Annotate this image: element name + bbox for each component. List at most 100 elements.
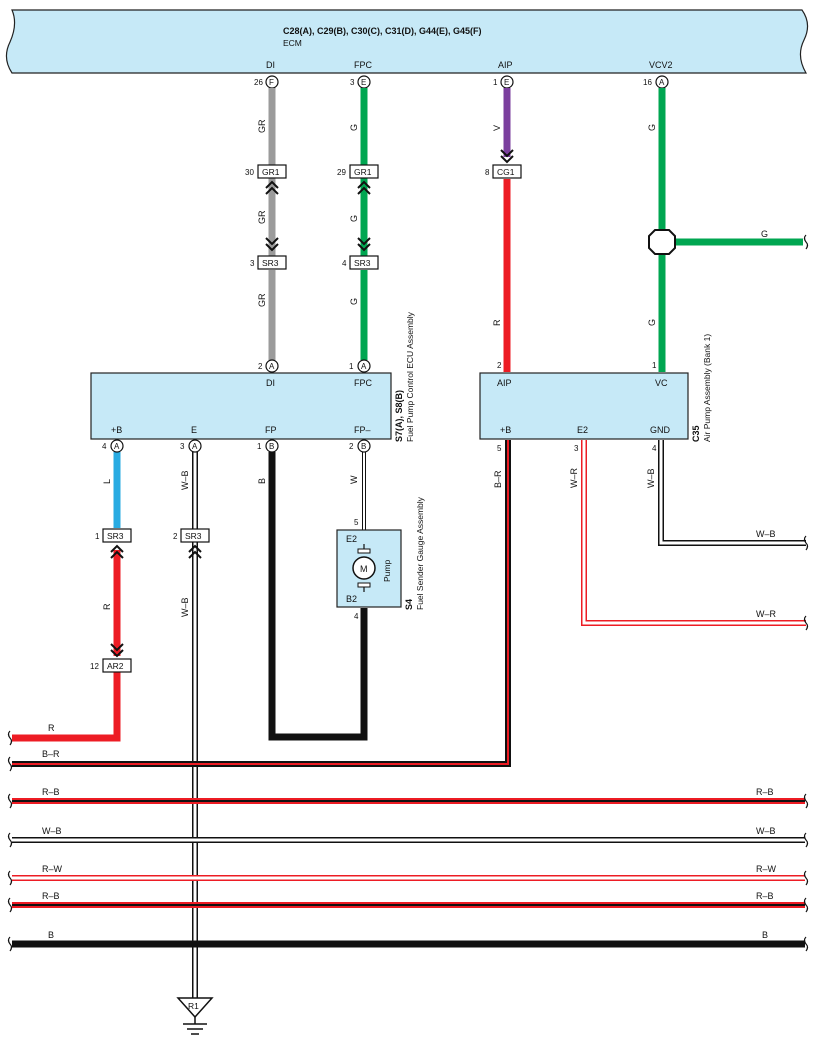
svg-text:R–B: R–B xyxy=(42,891,60,901)
svg-text:2: 2 xyxy=(349,442,354,451)
svg-text:SR3: SR3 xyxy=(354,258,371,268)
svg-text:16: 16 xyxy=(643,78,652,87)
svg-text:1: 1 xyxy=(257,442,262,451)
svg-text:3: 3 xyxy=(574,444,579,453)
wire-plusb-3 xyxy=(12,672,121,742)
svg-text:SR3: SR3 xyxy=(185,531,202,541)
wire-break-mark xyxy=(7,730,13,746)
svg-text:3: 3 xyxy=(250,259,255,268)
svg-text:W–B: W–B xyxy=(180,470,190,490)
wire-break-mark xyxy=(803,897,809,913)
wire-break-mark xyxy=(7,832,13,848)
svg-text:B: B xyxy=(48,930,54,940)
svg-text:3: 3 xyxy=(180,442,185,451)
wire-break-mark xyxy=(803,936,809,952)
svg-text:W–B: W–B xyxy=(646,468,656,488)
svg-text:W–B: W–B xyxy=(180,597,190,617)
svg-text:W–R: W–R xyxy=(756,609,777,619)
wire-break-mark xyxy=(7,936,13,952)
svg-text:GND: GND xyxy=(650,425,671,435)
svg-text:2: 2 xyxy=(497,361,502,370)
ecm-pin-connectors: F 26 E 3 E 1 A 16 xyxy=(254,75,669,89)
striped-wires xyxy=(12,440,806,1000)
svg-text:R–W: R–W xyxy=(42,864,63,874)
svg-text:26: 26 xyxy=(254,78,263,87)
svg-text:B: B xyxy=(257,478,267,484)
junction-sr3-e: SR3 2 xyxy=(173,528,210,559)
svg-text:R–B: R–B xyxy=(756,891,774,901)
ecm-pin-vcv2: VCV2 xyxy=(649,60,673,70)
wire-break-mark xyxy=(803,832,809,848)
svg-text:5: 5 xyxy=(497,444,502,453)
svg-text:G: G xyxy=(349,124,359,131)
air-pump-assembly: 2 1 AIP VC +B E2 GND 5 3 4 C35 Air Pump … xyxy=(479,334,712,453)
svg-text:W–B: W–B xyxy=(756,826,776,836)
ecm-name: ECM xyxy=(283,38,302,48)
svg-text:W–B: W–B xyxy=(42,826,62,836)
svg-text:A: A xyxy=(659,78,665,87)
svg-text:L: L xyxy=(102,479,112,484)
svg-text:+B: +B xyxy=(500,425,511,435)
svg-text:M: M xyxy=(360,564,368,574)
bus-lines xyxy=(7,234,809,952)
air-pump-name: Air Pump Assembly (Bank 1) xyxy=(702,334,712,442)
fuel-pump-control-ecu: A 2 A 1 DI FPC +B E FP FP– A 4 A 3 B 1 B… xyxy=(90,311,415,453)
svg-text:E: E xyxy=(191,425,197,435)
svg-text:G: G xyxy=(647,124,657,131)
svg-text:CG1: CG1 xyxy=(497,167,515,177)
svg-text:GR1: GR1 xyxy=(354,167,372,177)
svg-text:B–R: B–R xyxy=(42,749,60,759)
svg-text:B: B xyxy=(762,930,768,940)
junction-sr3-fpc: SR3 4 xyxy=(342,237,379,270)
svg-text:2: 2 xyxy=(258,362,263,371)
svg-text:8: 8 xyxy=(485,168,490,177)
svg-text:4: 4 xyxy=(354,612,359,621)
svg-text:B–R: B–R xyxy=(493,470,503,488)
svg-text:GR: GR xyxy=(257,293,267,307)
wire-break-mark xyxy=(7,870,13,886)
svg-text:G: G xyxy=(647,319,657,326)
svg-text:4: 4 xyxy=(652,444,657,453)
svg-text:SR3: SR3 xyxy=(262,258,279,268)
ecm-pin-aip: AIP xyxy=(498,60,513,70)
svg-text:V: V xyxy=(492,125,502,131)
svg-text:E2: E2 xyxy=(346,534,357,544)
svg-text:R1: R1 xyxy=(188,1001,199,1011)
svg-text:FPC: FPC xyxy=(354,378,373,388)
svg-text:E2: E2 xyxy=(577,425,588,435)
ecm-pin-di: DI xyxy=(266,60,275,70)
wire-break-mark xyxy=(7,897,13,913)
wire-break-mark xyxy=(803,793,809,809)
svg-text:R: R xyxy=(48,723,55,733)
svg-text:G: G xyxy=(349,298,359,305)
fuel-sender-gauge-assembly: 5 E2 B2 4 M Pump S4 Fuel Sender Gauge As… xyxy=(336,496,425,621)
svg-text:+B: +B xyxy=(111,425,122,435)
fpc-ecu-code: S7(A), S8(B) xyxy=(394,390,404,442)
junction-sr3-plusb: SR3 1 xyxy=(95,528,132,559)
wire-break-mark xyxy=(7,793,13,809)
svg-text:G: G xyxy=(349,215,359,222)
svg-text:E: E xyxy=(504,78,509,87)
svg-text:W–B: W–B xyxy=(756,529,776,539)
svg-text:SR3: SR3 xyxy=(107,531,124,541)
svg-text:AIP: AIP xyxy=(497,378,512,388)
svg-text:A: A xyxy=(114,442,120,451)
air-pump-code: C35 xyxy=(691,425,701,442)
wire-labels: GR GR GR G G G V R G G G L R W–B W–B B W… xyxy=(102,119,777,619)
junction-sr3-di: SR3 3 xyxy=(250,237,287,270)
svg-text:2: 2 xyxy=(173,532,178,541)
wire-break-mark xyxy=(7,756,13,772)
fuel-sender-name: Fuel Sender Gauge Assembly xyxy=(415,496,425,610)
svg-text:1: 1 xyxy=(95,532,100,541)
svg-text:3: 3 xyxy=(350,78,355,87)
svg-text:W–R: W–R xyxy=(569,468,579,489)
splice-point xyxy=(648,229,676,255)
wire-break-mark xyxy=(803,535,809,551)
svg-text:B: B xyxy=(361,442,366,451)
wire-break-mark xyxy=(803,234,809,250)
svg-text:R–B: R–B xyxy=(42,787,60,797)
svg-text:GR: GR xyxy=(257,210,267,224)
wire-break-mark xyxy=(803,870,809,886)
svg-text:E: E xyxy=(361,78,366,87)
